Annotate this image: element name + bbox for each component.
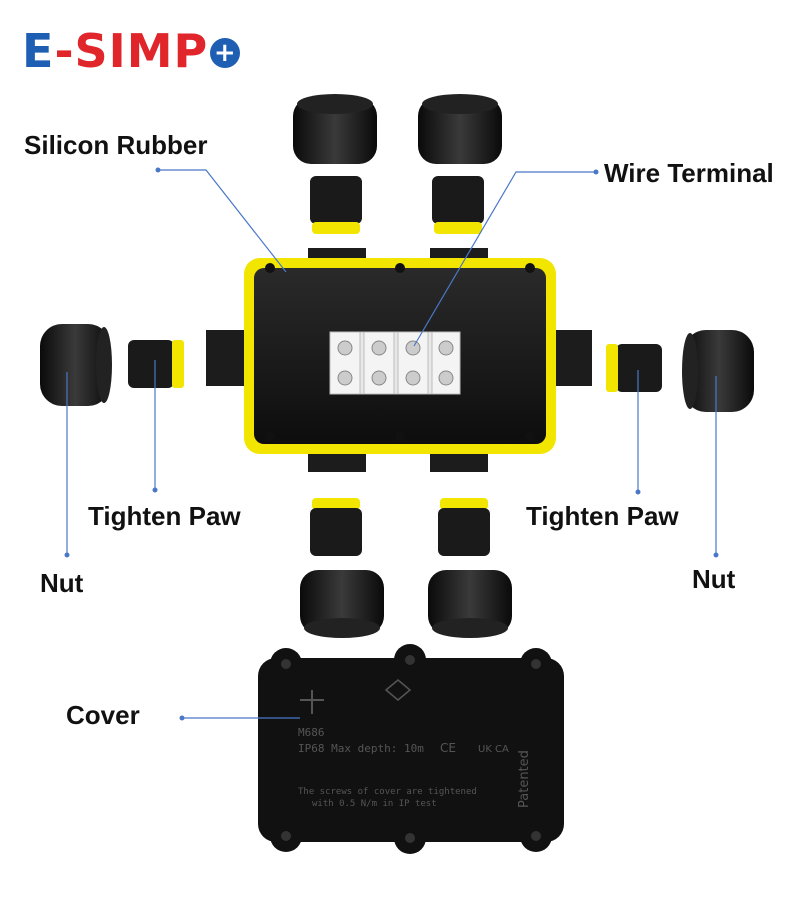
wire-terminal-block — [329, 331, 461, 395]
nut-top-right — [418, 94, 502, 164]
nut-bottom-right — [428, 570, 512, 638]
brand-logo: E-SIMP+ — [22, 28, 241, 74]
cover-ukca-text: UK CA — [478, 744, 509, 755]
callout-silicon-rubber — [158, 169, 287, 273]
cover-line2-text: The screws of cover are tightened — [298, 787, 477, 797]
label-silicon-rubber: Silicon Rubber — [24, 130, 208, 160]
label-tighten-paw-right: Tighten Paw — [526, 501, 679, 531]
tighten-paw-bottom-left — [310, 498, 362, 556]
cover-ce-text: CE — [440, 741, 456, 755]
brand-dash: - — [54, 24, 75, 78]
label-wire-terminal: Wire Terminal — [604, 158, 774, 188]
nut-right — [682, 330, 754, 412]
tighten-paw-bottom-right — [438, 498, 490, 556]
brand-plus-icon: + — [210, 38, 241, 68]
tighten-paw-top-right — [432, 176, 484, 234]
label-nut-left: Nut — [40, 568, 84, 598]
cover-plate: M686 IP68 Max depth: 10m CE UK CA The sc… — [258, 644, 564, 854]
tighten-paw-right — [606, 344, 662, 392]
tighten-paw-top-left — [310, 176, 362, 234]
callout-wire-terminal — [413, 171, 596, 347]
cover-logo-icon — [300, 690, 324, 714]
label-cover: Cover — [66, 700, 140, 730]
cover-line3-text: with 0.5 N/m in IP test — [312, 799, 437, 809]
cover-model-text: M686 — [298, 726, 325, 739]
cover-line1-text: IP68 Max depth: 10m — [298, 742, 424, 755]
label-tighten-paw-left: Tighten Paw — [88, 501, 241, 531]
callout-dots — [64, 167, 719, 721]
label-nut-right: Nut — [692, 564, 736, 594]
nut-top-left — [293, 94, 377, 164]
nut-bottom-left — [300, 570, 384, 638]
brand-simp: SIMP — [74, 24, 209, 78]
tighten-paw-left — [128, 340, 184, 388]
callout-lines — [66, 169, 717, 719]
nut-left — [40, 324, 112, 406]
cover-ex-mark-icon — [384, 679, 412, 701]
brand-e: E — [22, 24, 55, 78]
cover-patent-text: Patented — [517, 750, 532, 808]
